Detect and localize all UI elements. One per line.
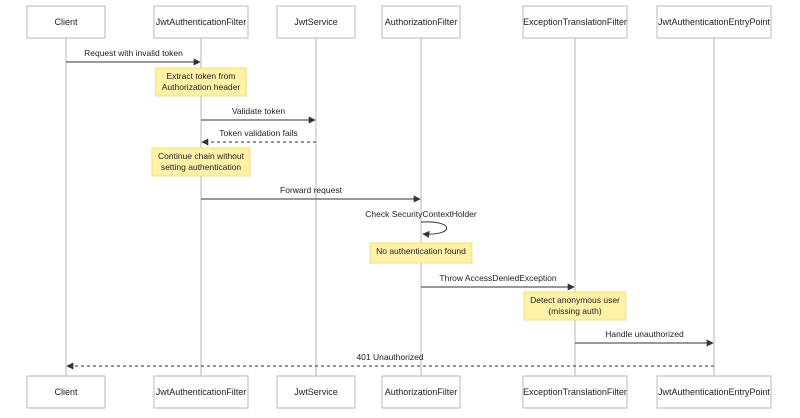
note-box: [523, 291, 627, 321]
participant-box: [522, 375, 628, 409]
participant-box: [26, 5, 106, 39]
participant-label: ExceptionTranslationFilter: [523, 387, 627, 397]
message-label: Handle unauthorized: [605, 329, 684, 339]
participant-authorization-filter-bottom: AuthorizationFilter: [381, 375, 461, 409]
message-label: Validate token: [232, 106, 286, 116]
message-1: Request with invalid token: [66, 48, 201, 66]
message-7: Handle unauthorized: [575, 329, 714, 347]
message-label: 401 Unauthorized: [356, 352, 423, 362]
note-text: Extract token from: [167, 71, 236, 81]
participant-client-bottom: Client: [26, 375, 106, 409]
participant-jwt-service-bottom: JwtService: [276, 375, 356, 409]
participant-box: [381, 5, 461, 39]
note-text: Continue chain without: [158, 151, 245, 161]
message-5: Check SecurityContextHolder: [365, 209, 477, 238]
participant-jwt-service-top: JwtService: [276, 5, 356, 39]
participant-label: JwtAuthenticationFilter: [156, 17, 247, 27]
message-label: Token validation fails: [219, 128, 297, 138]
note-box: [151, 147, 251, 177]
note-text: Detect anonymous user: [530, 295, 620, 305]
participant-box: [26, 375, 106, 409]
participant-label: AuthorizationFilter: [385, 17, 458, 27]
participant-box: [656, 375, 772, 409]
participant-label: JwtAuthenticationEntryPoint: [658, 387, 771, 397]
message-label: Throw AccessDeniedException: [439, 273, 556, 283]
participant-box: [381, 375, 461, 409]
message-label: Check SecurityContextHolder: [365, 209, 477, 219]
message-4: Forward request: [201, 185, 421, 203]
message-label: Request with invalid token: [84, 48, 183, 58]
participant-jwt-authentication-entry-point-bottom: JwtAuthenticationEntryPoint: [656, 375, 772, 409]
message-label: Forward request: [280, 185, 343, 195]
participant-exception-translation-filter-top: ExceptionTranslationFilter: [522, 5, 628, 39]
participant-box: [522, 5, 628, 39]
participant-label: Client: [54, 17, 78, 27]
participant-jwt-authentication-filter-bottom: JwtAuthenticationFilter: [153, 375, 249, 409]
participant-label: Client: [54, 387, 78, 397]
note-text: (missing auth): [548, 306, 602, 316]
self-arrow: [420, 221, 448, 238]
note-4: Detect anonymous user(missing auth): [523, 291, 627, 321]
message-2: Validate token: [201, 106, 316, 124]
note-3: No authentication found: [369, 242, 473, 264]
participant-label: JwtService: [294, 17, 338, 27]
message-3: Token validation fails: [201, 128, 316, 146]
participant-box: [276, 375, 356, 409]
message-6: Throw AccessDeniedException: [421, 273, 575, 291]
note-text: No authentication found: [376, 246, 466, 256]
participant-box: [153, 5, 249, 39]
participant-exception-translation-filter-bottom: ExceptionTranslationFilter: [522, 375, 628, 409]
participant-label: JwtService: [294, 387, 338, 397]
participant-label: ExceptionTranslationFilter: [523, 17, 627, 27]
participant-client-top: Client: [26, 5, 106, 39]
note-box: [369, 242, 473, 264]
participant-authorization-filter-top: AuthorizationFilter: [381, 5, 461, 39]
participant-label: AuthorizationFilter: [385, 387, 458, 397]
note-text: setting authentication: [161, 162, 242, 172]
participant-label: JwtAuthenticationFilter: [156, 387, 247, 397]
participant-box: [276, 5, 356, 39]
participant-box: [656, 5, 772, 39]
message-8: 401 Unauthorized: [66, 352, 714, 370]
participant-label: JwtAuthenticationEntryPoint: [658, 17, 771, 27]
note-box: [155, 67, 247, 97]
note-text: Authorization header: [162, 82, 241, 92]
participant-box: [153, 375, 249, 409]
participant-jwt-authentication-entry-point-top: JwtAuthenticationEntryPoint: [656, 5, 772, 39]
participant-jwt-authentication-filter-top: JwtAuthenticationFilter: [153, 5, 249, 39]
